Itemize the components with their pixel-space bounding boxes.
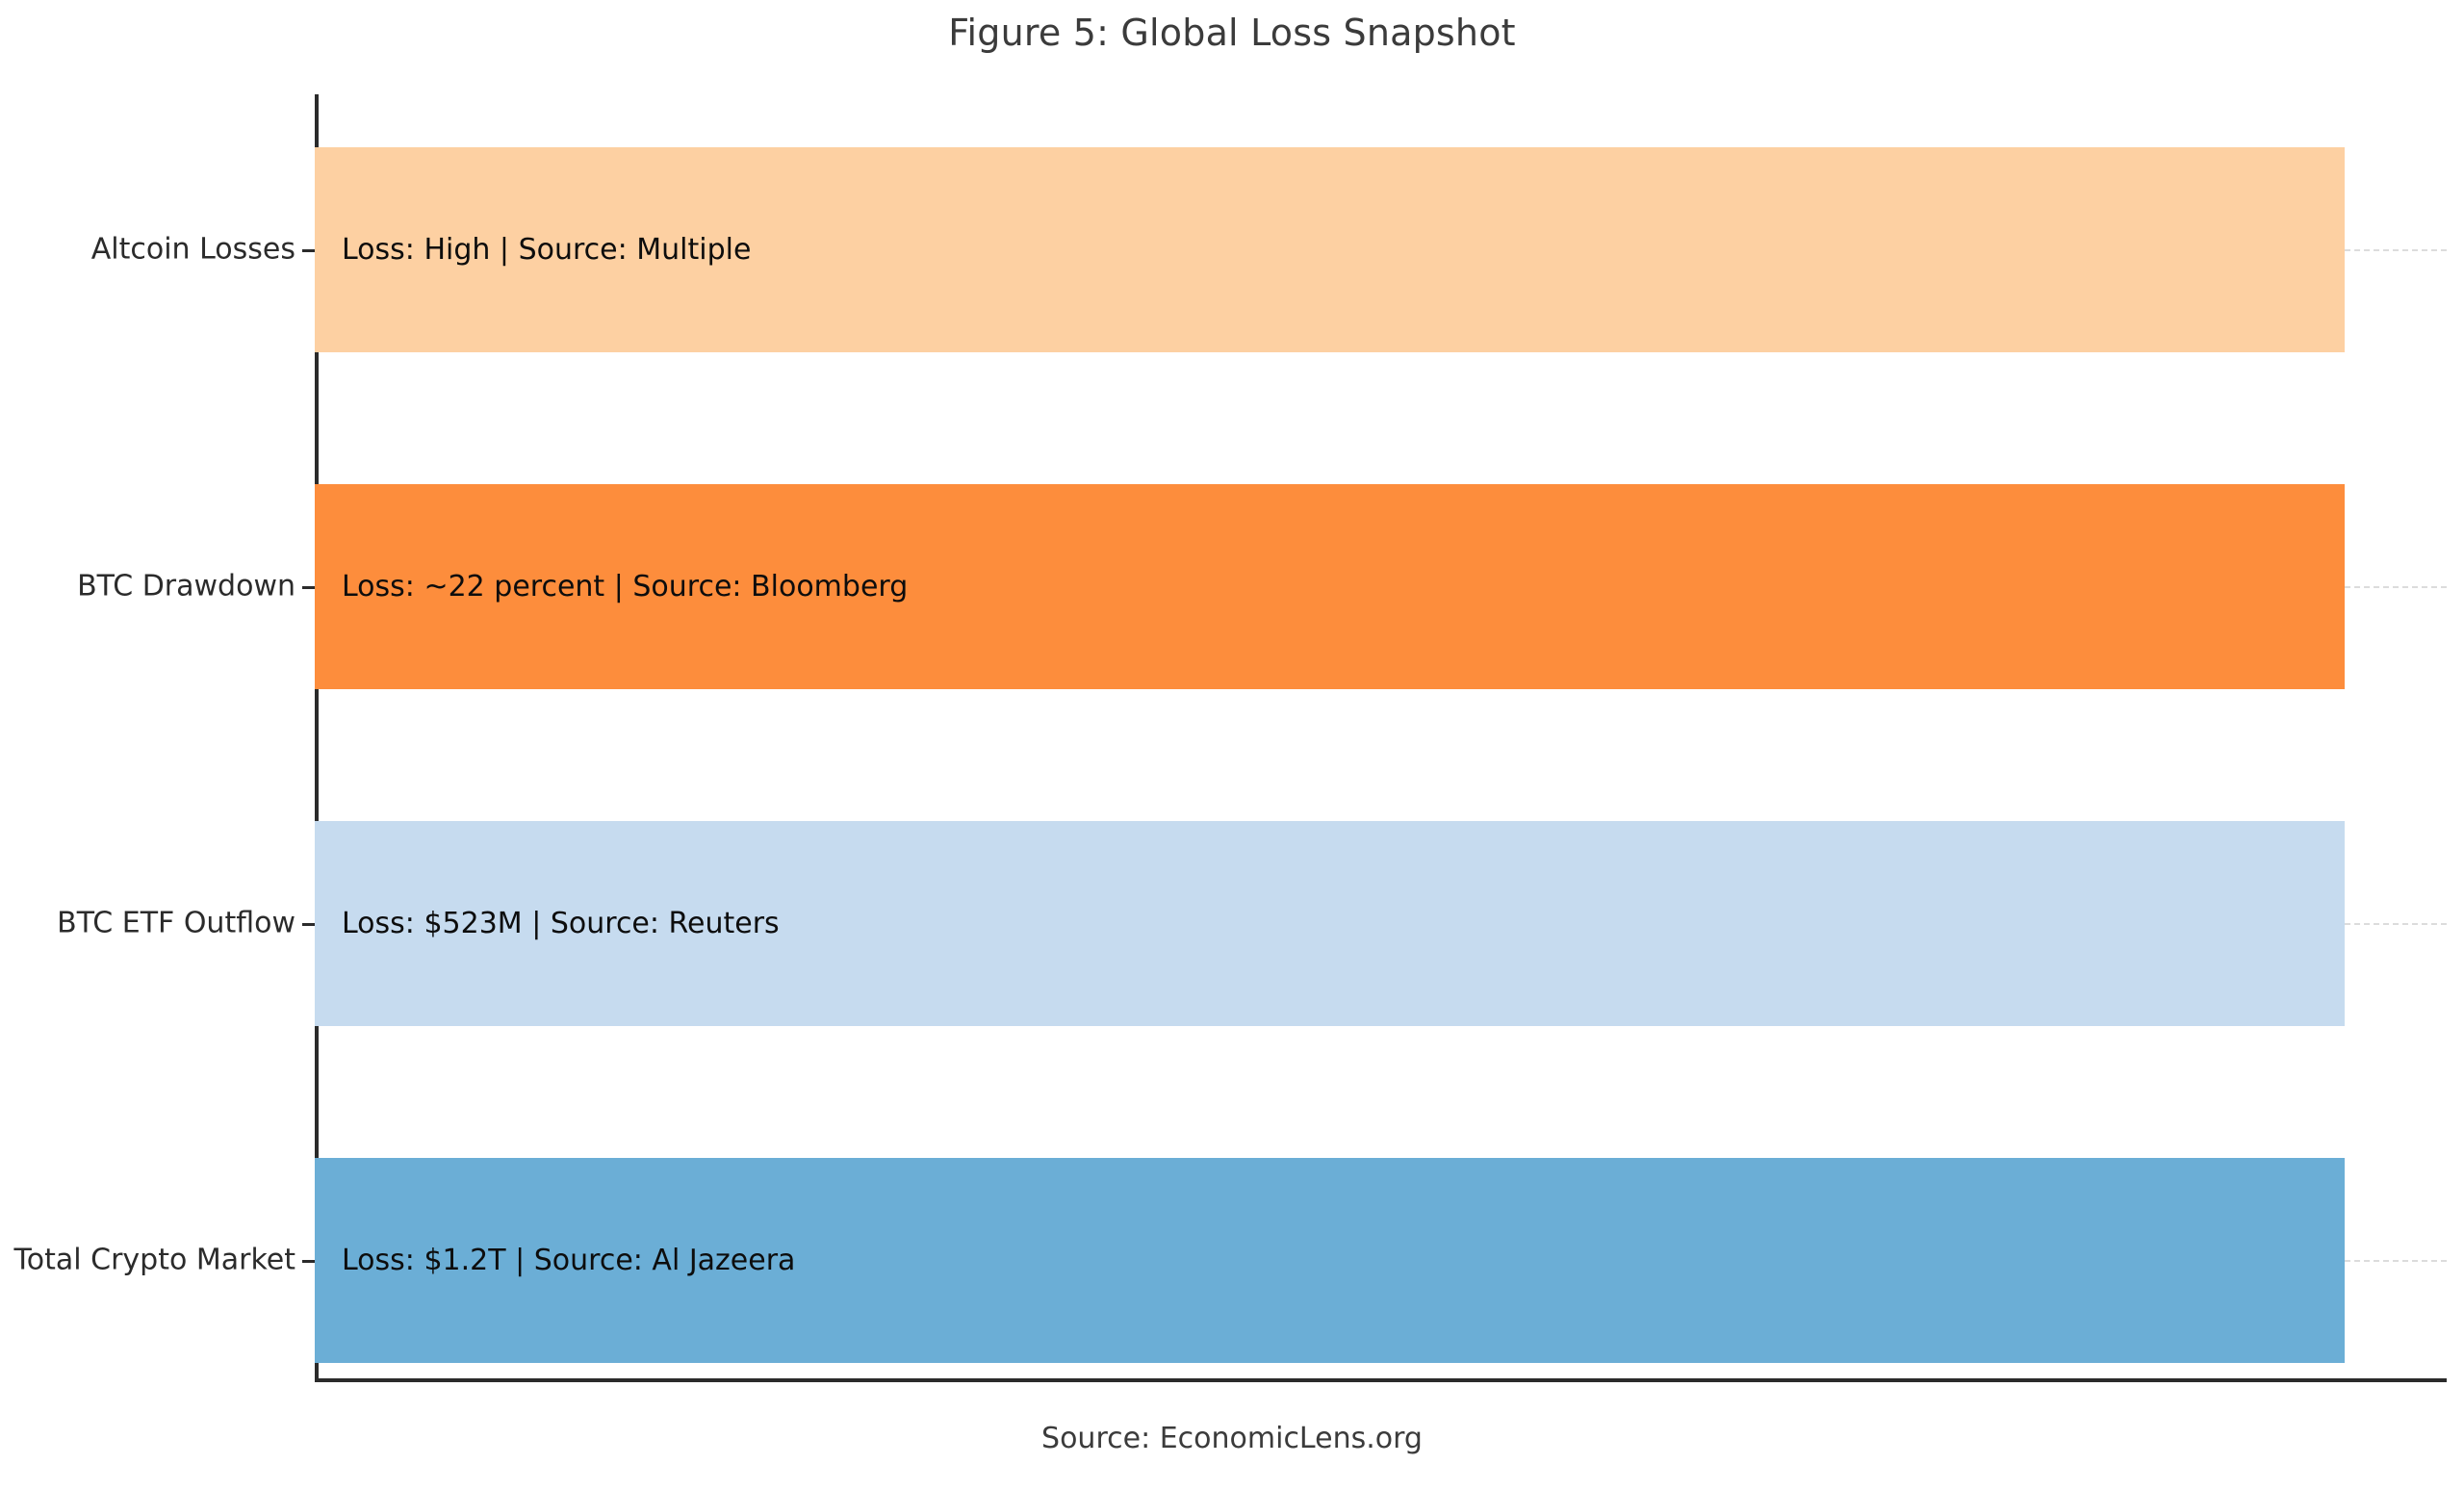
y-tick-btc-drawdown bbox=[302, 586, 315, 589]
y-tick-btc-etf-outflow bbox=[302, 923, 315, 926]
bar-btc-etf-outflow[interactable]: Loss: $523M | Source: Reuters bbox=[315, 821, 2345, 1026]
plot-area: Altcoin Losses BTC Drawdown BTC ETF Outf… bbox=[14, 94, 2447, 1382]
y-axis-spine bbox=[315, 94, 319, 1381]
bar-total-crypto-market[interactable]: Loss: $1.2T | Source: Al Jazeera bbox=[315, 1158, 2345, 1363]
y-tick-label-btc-etf-outflow: BTC ETF Outflow bbox=[57, 906, 295, 940]
y-tick-label-total-crypto-market: Total Crypto Market bbox=[13, 1243, 295, 1277]
bar-altcoin-losses[interactable]: Loss: High | Source: Multiple bbox=[315, 147, 2345, 352]
y-tick-label-altcoin-losses: Altcoin Losses bbox=[90, 232, 295, 267]
bar-annotation-btc-etf-outflow: Loss: $523M | Source: Reuters bbox=[342, 906, 780, 940]
y-tick-label-btc-drawdown: BTC Drawdown bbox=[77, 569, 295, 604]
bar-btc-drawdown[interactable]: Loss: ~22 percent | Source: Bloomberg bbox=[315, 484, 2345, 689]
bar-annotation-total-crypto-market: Loss: $1.2T | Source: Al Jazeera bbox=[342, 1243, 796, 1277]
y-tick-altcoin-losses bbox=[302, 249, 315, 252]
bar-annotation-btc-drawdown: Loss: ~22 percent | Source: Bloomberg bbox=[342, 569, 909, 604]
page-title: Figure 5: Global Loss Snapshot bbox=[948, 12, 1516, 54]
figure-source-note: Source: EconomicLens.org bbox=[1041, 1422, 1423, 1455]
x-axis-spine bbox=[315, 1378, 2447, 1382]
y-tick-total-crypto-market bbox=[302, 1260, 315, 1263]
bar-annotation-altcoin-losses: Loss: High | Source: Multiple bbox=[342, 232, 752, 267]
